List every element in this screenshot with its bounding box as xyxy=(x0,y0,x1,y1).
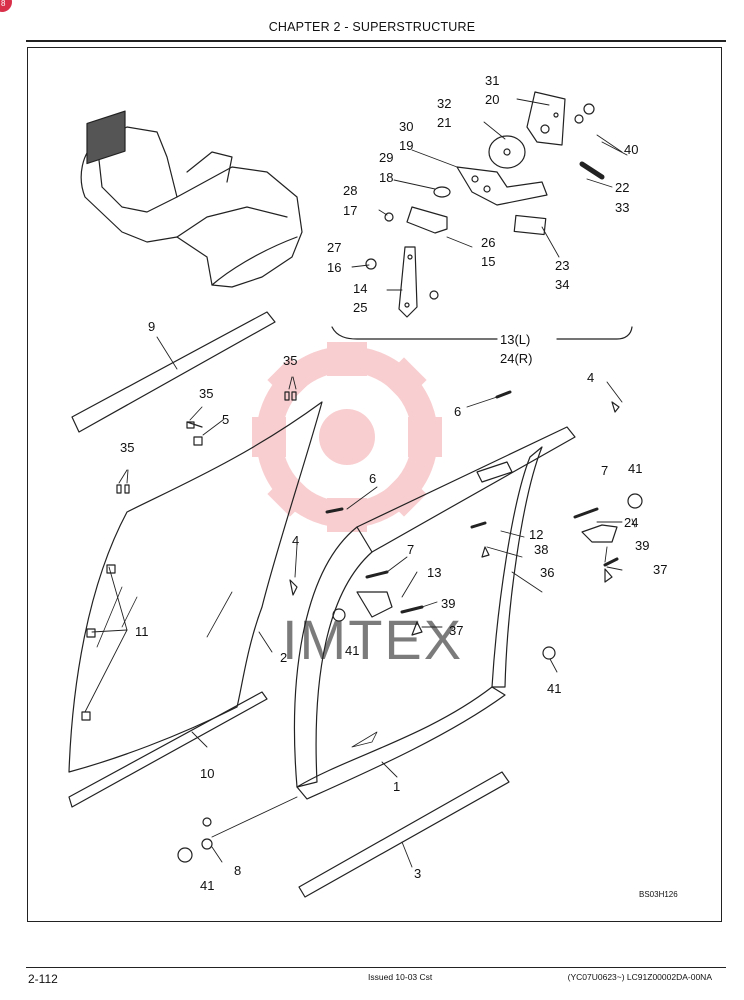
callout-21: 21 xyxy=(437,115,451,130)
callout-35-left: 35 xyxy=(120,440,134,455)
figure-code: BS03H126 xyxy=(639,890,678,899)
callout-1: 1 xyxy=(393,779,400,794)
callout-7-right: 7 xyxy=(601,463,608,478)
callout-labels: 31 20 32 21 30 19 40 29 18 22 33 28 17 2… xyxy=(120,73,678,899)
callout-27: 27 xyxy=(327,240,341,255)
door-frame-part xyxy=(293,426,576,800)
figure-frame xyxy=(27,47,722,922)
callout-29: 29 xyxy=(379,150,393,165)
document-code: (YC07U0623~) LC91Z00002DA-00NA xyxy=(567,972,712,982)
upper-rail-part xyxy=(71,311,276,433)
footer-rule xyxy=(26,967,726,968)
callout-30: 30 xyxy=(399,119,413,134)
callout-10: 10 xyxy=(200,766,214,781)
callout-41-right: 41 xyxy=(628,461,642,476)
callout-20: 20 xyxy=(485,92,499,107)
callout-12: 12 xyxy=(529,527,543,542)
callout-35-mid: 35 xyxy=(199,386,213,401)
exploded-parts-diagram: IMTEX xyxy=(68,73,678,899)
callout-31: 31 xyxy=(485,73,499,88)
callout-13: 13 xyxy=(427,565,441,580)
callout-7-center: 7 xyxy=(407,542,414,557)
callout-24: 24 xyxy=(624,515,638,530)
lower-strip-part xyxy=(68,691,268,808)
callout-4-right: 4 xyxy=(587,370,594,385)
callout-6-center: 6 xyxy=(369,471,376,486)
latch-assembly xyxy=(331,91,633,340)
callout-14: 14 xyxy=(353,281,367,296)
issue-info: Issued 10-03 Cst xyxy=(368,972,433,982)
callout-15: 15 xyxy=(481,254,495,269)
callout-35-top: 35 xyxy=(283,353,297,368)
chapter-header: CHAPTER 2 - SUPERSTRUCTURE xyxy=(268,20,476,34)
callout-38: 38 xyxy=(534,542,548,557)
callout-32: 32 xyxy=(437,96,451,111)
callout-19: 19 xyxy=(399,138,413,153)
callout-41-frame: 41 xyxy=(547,681,561,696)
seat-part xyxy=(80,110,303,288)
callout-8: 8 xyxy=(234,863,241,878)
callout-41-bottom: 41 xyxy=(200,878,214,893)
callout-39-center: 39 xyxy=(441,596,455,611)
corner-badge: 8 xyxy=(0,0,12,12)
callout-41-center: 41 xyxy=(345,643,359,658)
hardware-parts xyxy=(81,390,643,863)
callout-40: 40 xyxy=(624,142,638,157)
callout-3: 3 xyxy=(414,866,421,881)
callout-22: 22 xyxy=(615,180,629,195)
callout-25: 25 xyxy=(353,300,367,315)
callout-34: 34 xyxy=(555,277,569,292)
bottom-rail-part xyxy=(298,771,510,898)
watermark-logo xyxy=(252,342,442,532)
callout-9: 9 xyxy=(148,319,155,334)
header-rule xyxy=(26,40,726,42)
callout-26: 26 xyxy=(481,235,495,250)
callout-36: 36 xyxy=(540,565,554,580)
callout-24-right: 24(R) xyxy=(500,351,533,366)
callout-33: 33 xyxy=(615,200,629,215)
callout-18: 18 xyxy=(379,170,393,185)
callout-39-right: 39 xyxy=(635,538,649,553)
callout-16: 16 xyxy=(327,260,341,275)
callout-6-right: 6 xyxy=(454,404,461,419)
callout-13-left: 13(L) xyxy=(500,332,530,347)
page-number: 2-112 xyxy=(28,972,58,986)
callout-2: 2 xyxy=(280,650,287,665)
callout-5: 5 xyxy=(222,412,229,427)
callout-37-right: 37 xyxy=(653,562,667,577)
callout-23: 23 xyxy=(555,258,569,273)
callout-11: 11 xyxy=(135,624,149,639)
callout-17: 17 xyxy=(343,203,357,218)
callout-28: 28 xyxy=(343,183,357,198)
callout-4-left: 4 xyxy=(292,533,299,548)
watermark-text: IMTEX xyxy=(282,608,463,671)
leader-lines xyxy=(84,98,636,868)
callout-37-center: 37 xyxy=(449,623,463,638)
